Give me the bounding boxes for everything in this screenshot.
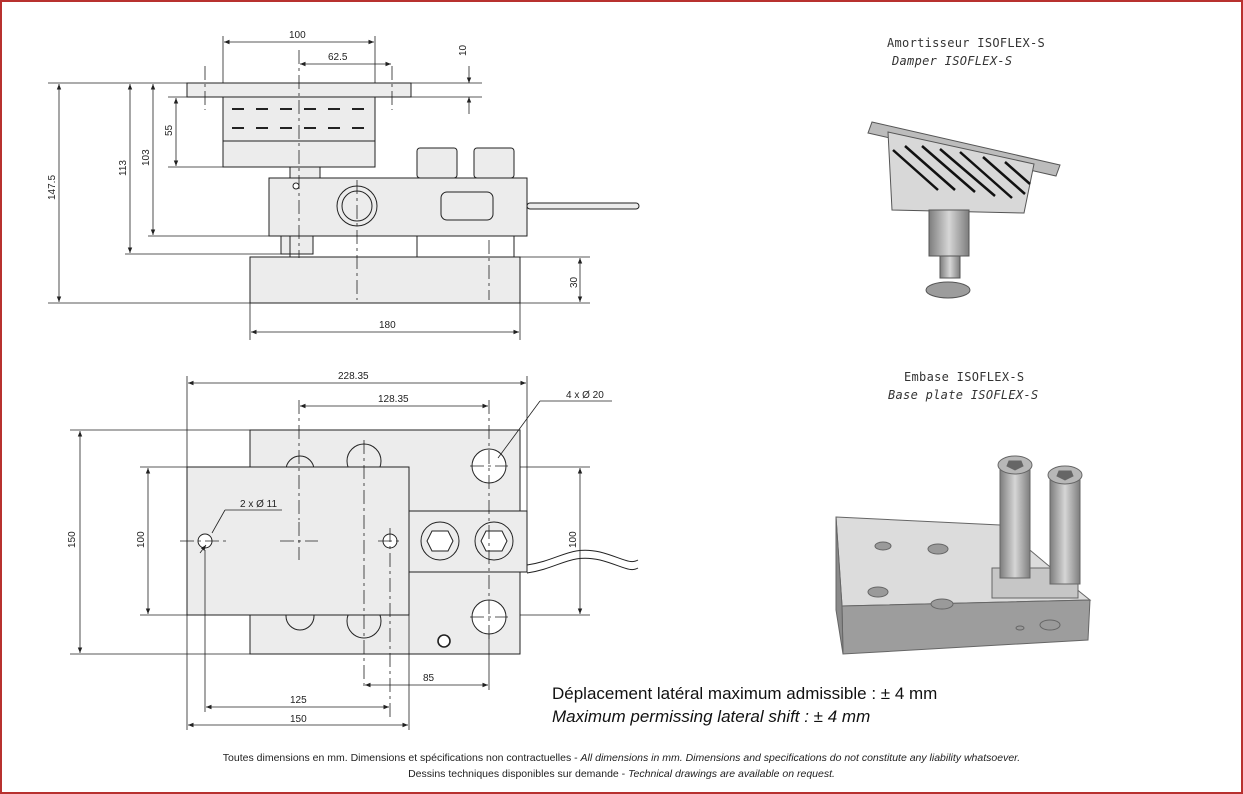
dim-147-5: 147.5 — [47, 175, 58, 200]
dim-150-left: 150 — [67, 531, 78, 548]
lateral-shift-en: Maximum permissing lateral shift : ± 4 m… — [552, 707, 871, 726]
dim-55: 55 — [164, 124, 175, 136]
base-plate-caption-fr: Embase ISOFLEX-S — [904, 370, 1025, 384]
dim-30: 30 — [569, 276, 580, 288]
footer-line2-fr: Dessins techniques disponibles sur deman… — [408, 768, 629, 780]
damper-illustration — [867, 121, 1061, 299]
dim-62-5: 62.5 — [328, 52, 348, 63]
footer-line-2: Dessins techniques disponibles sur deman… — [0, 768, 1243, 780]
dim-228-35: 228.35 — [338, 371, 369, 382]
footer-line1-en: All dimensions in mm. Dimensions and spe… — [580, 752, 1021, 764]
dim-100-left: 100 — [136, 531, 147, 548]
dim-180: 180 — [379, 320, 396, 331]
base-plate-caption-en: Base plate ISOFLEX-S — [888, 388, 1039, 402]
top-view-dimension-labels: 228.35 128.35 4 x Ø 20 2 x Ø 11 150 100 … — [67, 371, 604, 725]
footer-line2-en: Technical drawings are available on requ… — [628, 768, 835, 780]
side-view — [186, 82, 640, 304]
dim-125: 125 — [290, 695, 307, 706]
damper-caption-en: Damper ISOFLEX-S — [892, 54, 1013, 68]
base-plate-illustration — [835, 455, 1092, 655]
base-plate — [249, 256, 521, 304]
side-view-dimension-labels: 100 62.5 10 55 103 113 147.5 30 180 — [47, 30, 580, 331]
dim-4x-d20: 4 x Ø 20 — [566, 390, 604, 401]
dim-103: 103 — [141, 149, 152, 166]
dim-113: 113 — [118, 160, 129, 176]
dim-85: 85 — [423, 673, 435, 684]
lateral-shift-fr: Déplacement latéral maximum admissible :… — [552, 684, 938, 703]
footer-line1-fr: Toutes dimensions en mm. Dimensions et s… — [222, 752, 581, 764]
dim-100-side: 100 — [289, 30, 306, 41]
dim-100-right: 100 — [568, 531, 579, 548]
top-view — [186, 429, 528, 655]
damper-slots — [232, 108, 364, 129]
damper-caption-fr: Amortisseur ISOFLEX-S — [887, 36, 1046, 50]
dim-128-35: 128.35 — [378, 394, 409, 405]
footer-line-1: Toutes dimensions en mm. Dimensions et s… — [0, 752, 1243, 764]
dim-2x-d11: 2 x Ø 11 — [240, 499, 277, 510]
dim-10: 10 — [458, 44, 469, 56]
dim-150-bottom: 150 — [290, 714, 307, 725]
